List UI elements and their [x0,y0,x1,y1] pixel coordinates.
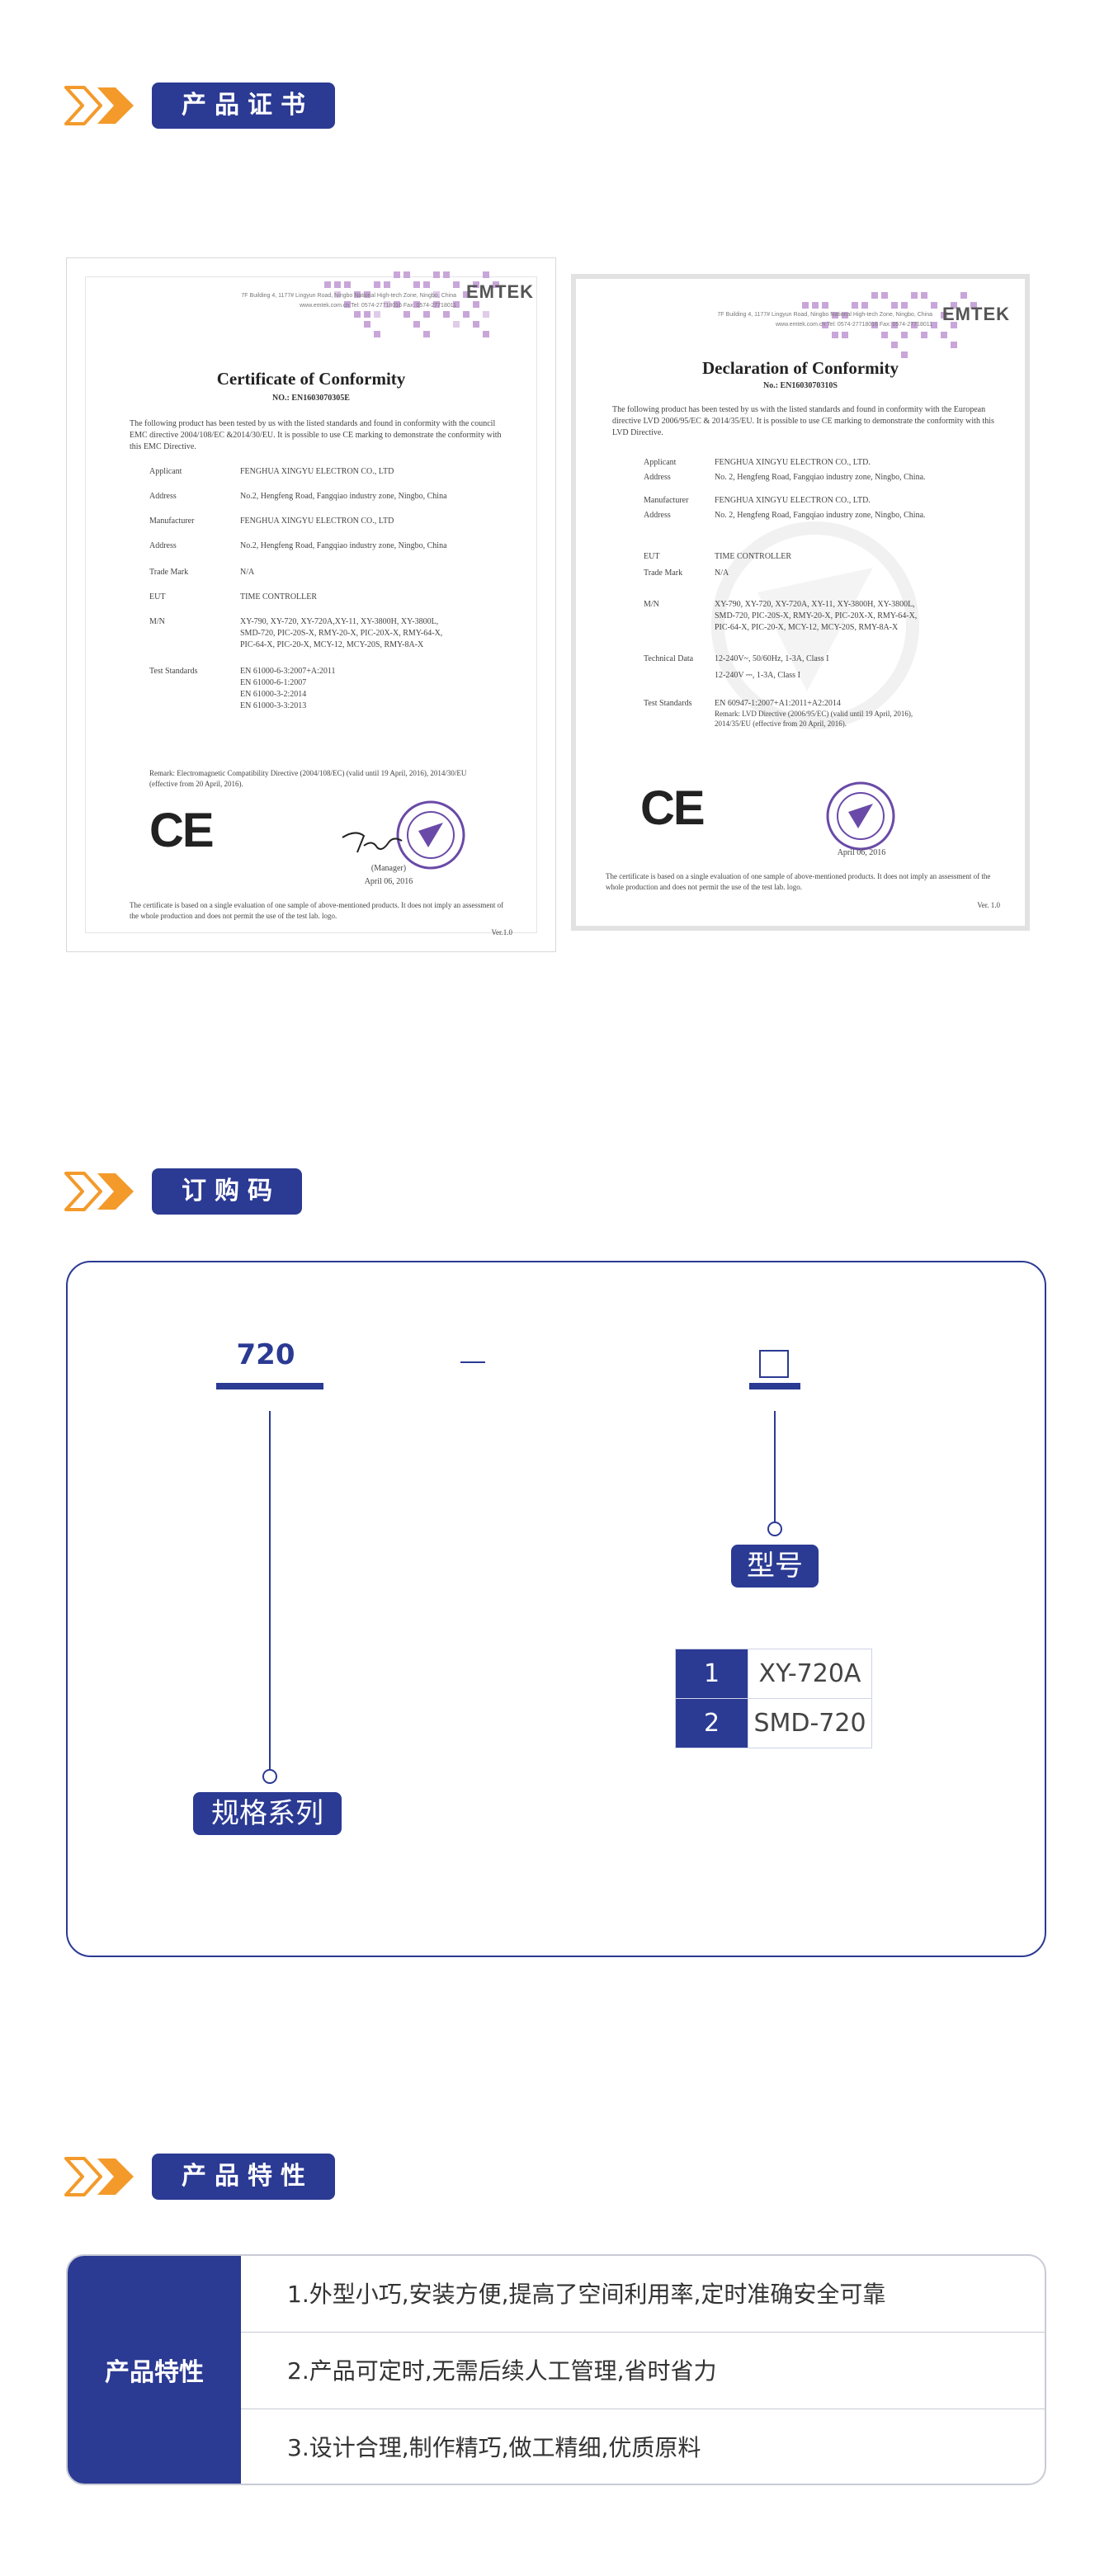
certificate-intro: The following product has been tested by… [130,419,502,451]
version-label: Ver.1.0 [491,928,513,937]
world-map-graphic [324,271,499,337]
section-title: 订购码 [152,1168,302,1215]
company-seal [396,800,465,870]
certificate-intro: The following product has been tested by… [612,405,994,437]
feature-item: 2.产品可定时,无需后续人工管理,省时省力 [241,2333,1045,2409]
table-row: 2 SMD-720 [675,1698,872,1748]
standards-row: Test Standards EN 61000-6-3:2007+A:2011 … [149,667,336,710]
certificate-footer: The certificate is based on a single eva… [130,901,504,920]
lab-logo: EMTEK [466,281,534,302]
signature [342,832,403,853]
certificate-number: No.: EN1603070310S [762,381,838,390]
remark-text: Remark: Electromagnetic Compatibility Di… [149,769,467,788]
features-table: 产品特性 1.外型小巧,安装方便,提高了空间利用率,定时准确安全可靠 2.产品可… [66,2254,1046,2485]
technical-data-row: Technical Data 12-240V~, 50/60Hz, 1-3A, … [644,654,829,680]
order-code-panel: 720 规格系列 型号 1 XY-720A 2 SMD-720 [66,1261,1046,1957]
lab-contact: www.emtek.com.cn Tel: 0574-27718016 Fax:… [299,303,456,309]
standards-row: Test Standards EN 60947-1:2007+A1:2011+A… [644,699,913,728]
section-heading-certificates: 产品证书 [64,81,345,130]
certificate-date: April 06, 2016 [364,877,413,886]
model-tag: 型号 [731,1545,819,1588]
double-chevron-icon [64,86,134,125]
manager-label: (Manager) [370,864,407,873]
model-row: M/N XY-790, XY-720, XY-720A,XY-11, XY-38… [149,617,443,649]
model-connector [774,1411,776,1522]
certificate-of-conformity: EMTEK 7F Building 4, 1177# Lingyun Road,… [66,257,556,952]
model-row: M/N XY-790, XY-720, XY-720A, XY-11, XY-3… [644,600,918,632]
certificate-title: Certificate of Conformity [216,369,406,389]
series-underline [216,1383,323,1389]
section-title: 产品证书 [152,83,335,129]
model-underline [749,1383,800,1389]
certificate-footer: The certificate is based on a single eva… [606,872,991,891]
series-node [262,1769,277,1784]
separator-dash [460,1361,485,1363]
series-tag: 规格系列 [193,1792,342,1835]
ce-mark: CE [149,804,215,857]
series-connector [269,1411,271,1769]
certificate-title: Declaration of Conformity [702,358,899,378]
section-title: 产品特性 [152,2154,335,2200]
section-heading-order-code: 订购码 [64,1167,345,1216]
version-label: Ver. 1.0 [977,901,1000,909]
world-map-graphic [802,292,977,358]
certificate-date: April 06, 2016 [837,848,886,857]
table-row: 1 XY-720A [675,1649,872,1699]
company-seal [826,781,895,851]
declaration-of-conformity: EMTEK 7F Building 4, 1177# Lingyun Road,… [571,274,1030,931]
certificate-number: NO.: EN1603070305E [272,394,350,403]
section-heading-features: 产品特性 [64,2152,345,2201]
lab-address: 7F Building 4, 1177# Lingyun Road, Ningb… [241,293,456,299]
model-node [767,1522,782,1536]
feature-item: 1.外型小巧,安装方便,提高了空间利用率,定时准确安全可靠 [241,2256,1045,2333]
lab-logo: EMTEK [942,304,1010,324]
lab-contact: www.emtek.com.cn Tel: 0574-27718016 Fax:… [775,322,932,328]
ce-mark: CE [640,781,706,835]
features-header: 产品特性 [68,2256,241,2484]
double-chevron-icon [64,2157,134,2196]
series-code-value: 720 [236,1338,295,1371]
double-chevron-icon [64,1172,134,1211]
model-table: 1 XY-720A 2 SMD-720 [675,1649,872,1748]
lab-address: 7F Building 4, 1177# Lingyun Road, Ningb… [717,312,932,318]
feature-item: 3.设计合理,制作精巧,做工精细,优质原料 [287,2434,701,2461]
watermark-logo [711,521,919,729]
placeholder-box-icon [759,1350,789,1378]
